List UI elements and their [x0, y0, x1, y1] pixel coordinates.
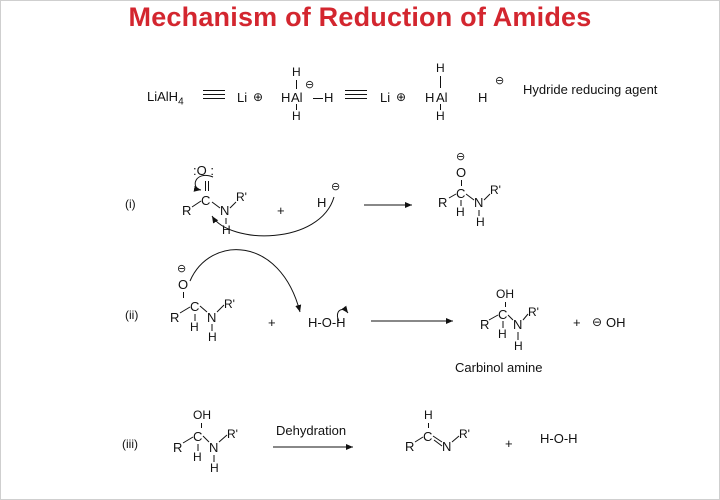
water-molecule: H-O-H [540, 431, 578, 446]
arrow-label: Dehydration [276, 423, 347, 438]
step-label: (iii) [122, 437, 138, 451]
water-molecule: H-O-H [308, 315, 346, 330]
minus-charge-icon: ⊖ [331, 181, 341, 193]
page-title: Mechanism of Reduction of Amides [128, 2, 592, 32]
product-name: Carbinol amine [455, 360, 543, 375]
plus-charge-icon: ⊕ [253, 90, 264, 104]
hydride-ion: H [478, 90, 488, 105]
carbonyl-oxygen: :O : [193, 163, 214, 178]
reagent-liaih4: LiAlH4 [147, 89, 184, 108]
step-label: (ii) [125, 308, 139, 322]
li-cation: Li [237, 90, 248, 105]
aluminium-atom: Al [291, 90, 303, 105]
hydride-caption: Hydride reducing agent [523, 82, 658, 97]
minus-charge-icon: ⊖ [592, 315, 603, 329]
hydroxide-ion: OH [606, 315, 626, 330]
minus-charge-icon: ⊖ [456, 151, 466, 163]
minus-charge-icon: ⊖ [177, 263, 187, 275]
hydride-ion: H [317, 195, 327, 210]
minus-charge-icon: ⊖ [305, 79, 315, 91]
equiv-line [203, 90, 225, 91]
step-label: (i) [125, 197, 136, 211]
